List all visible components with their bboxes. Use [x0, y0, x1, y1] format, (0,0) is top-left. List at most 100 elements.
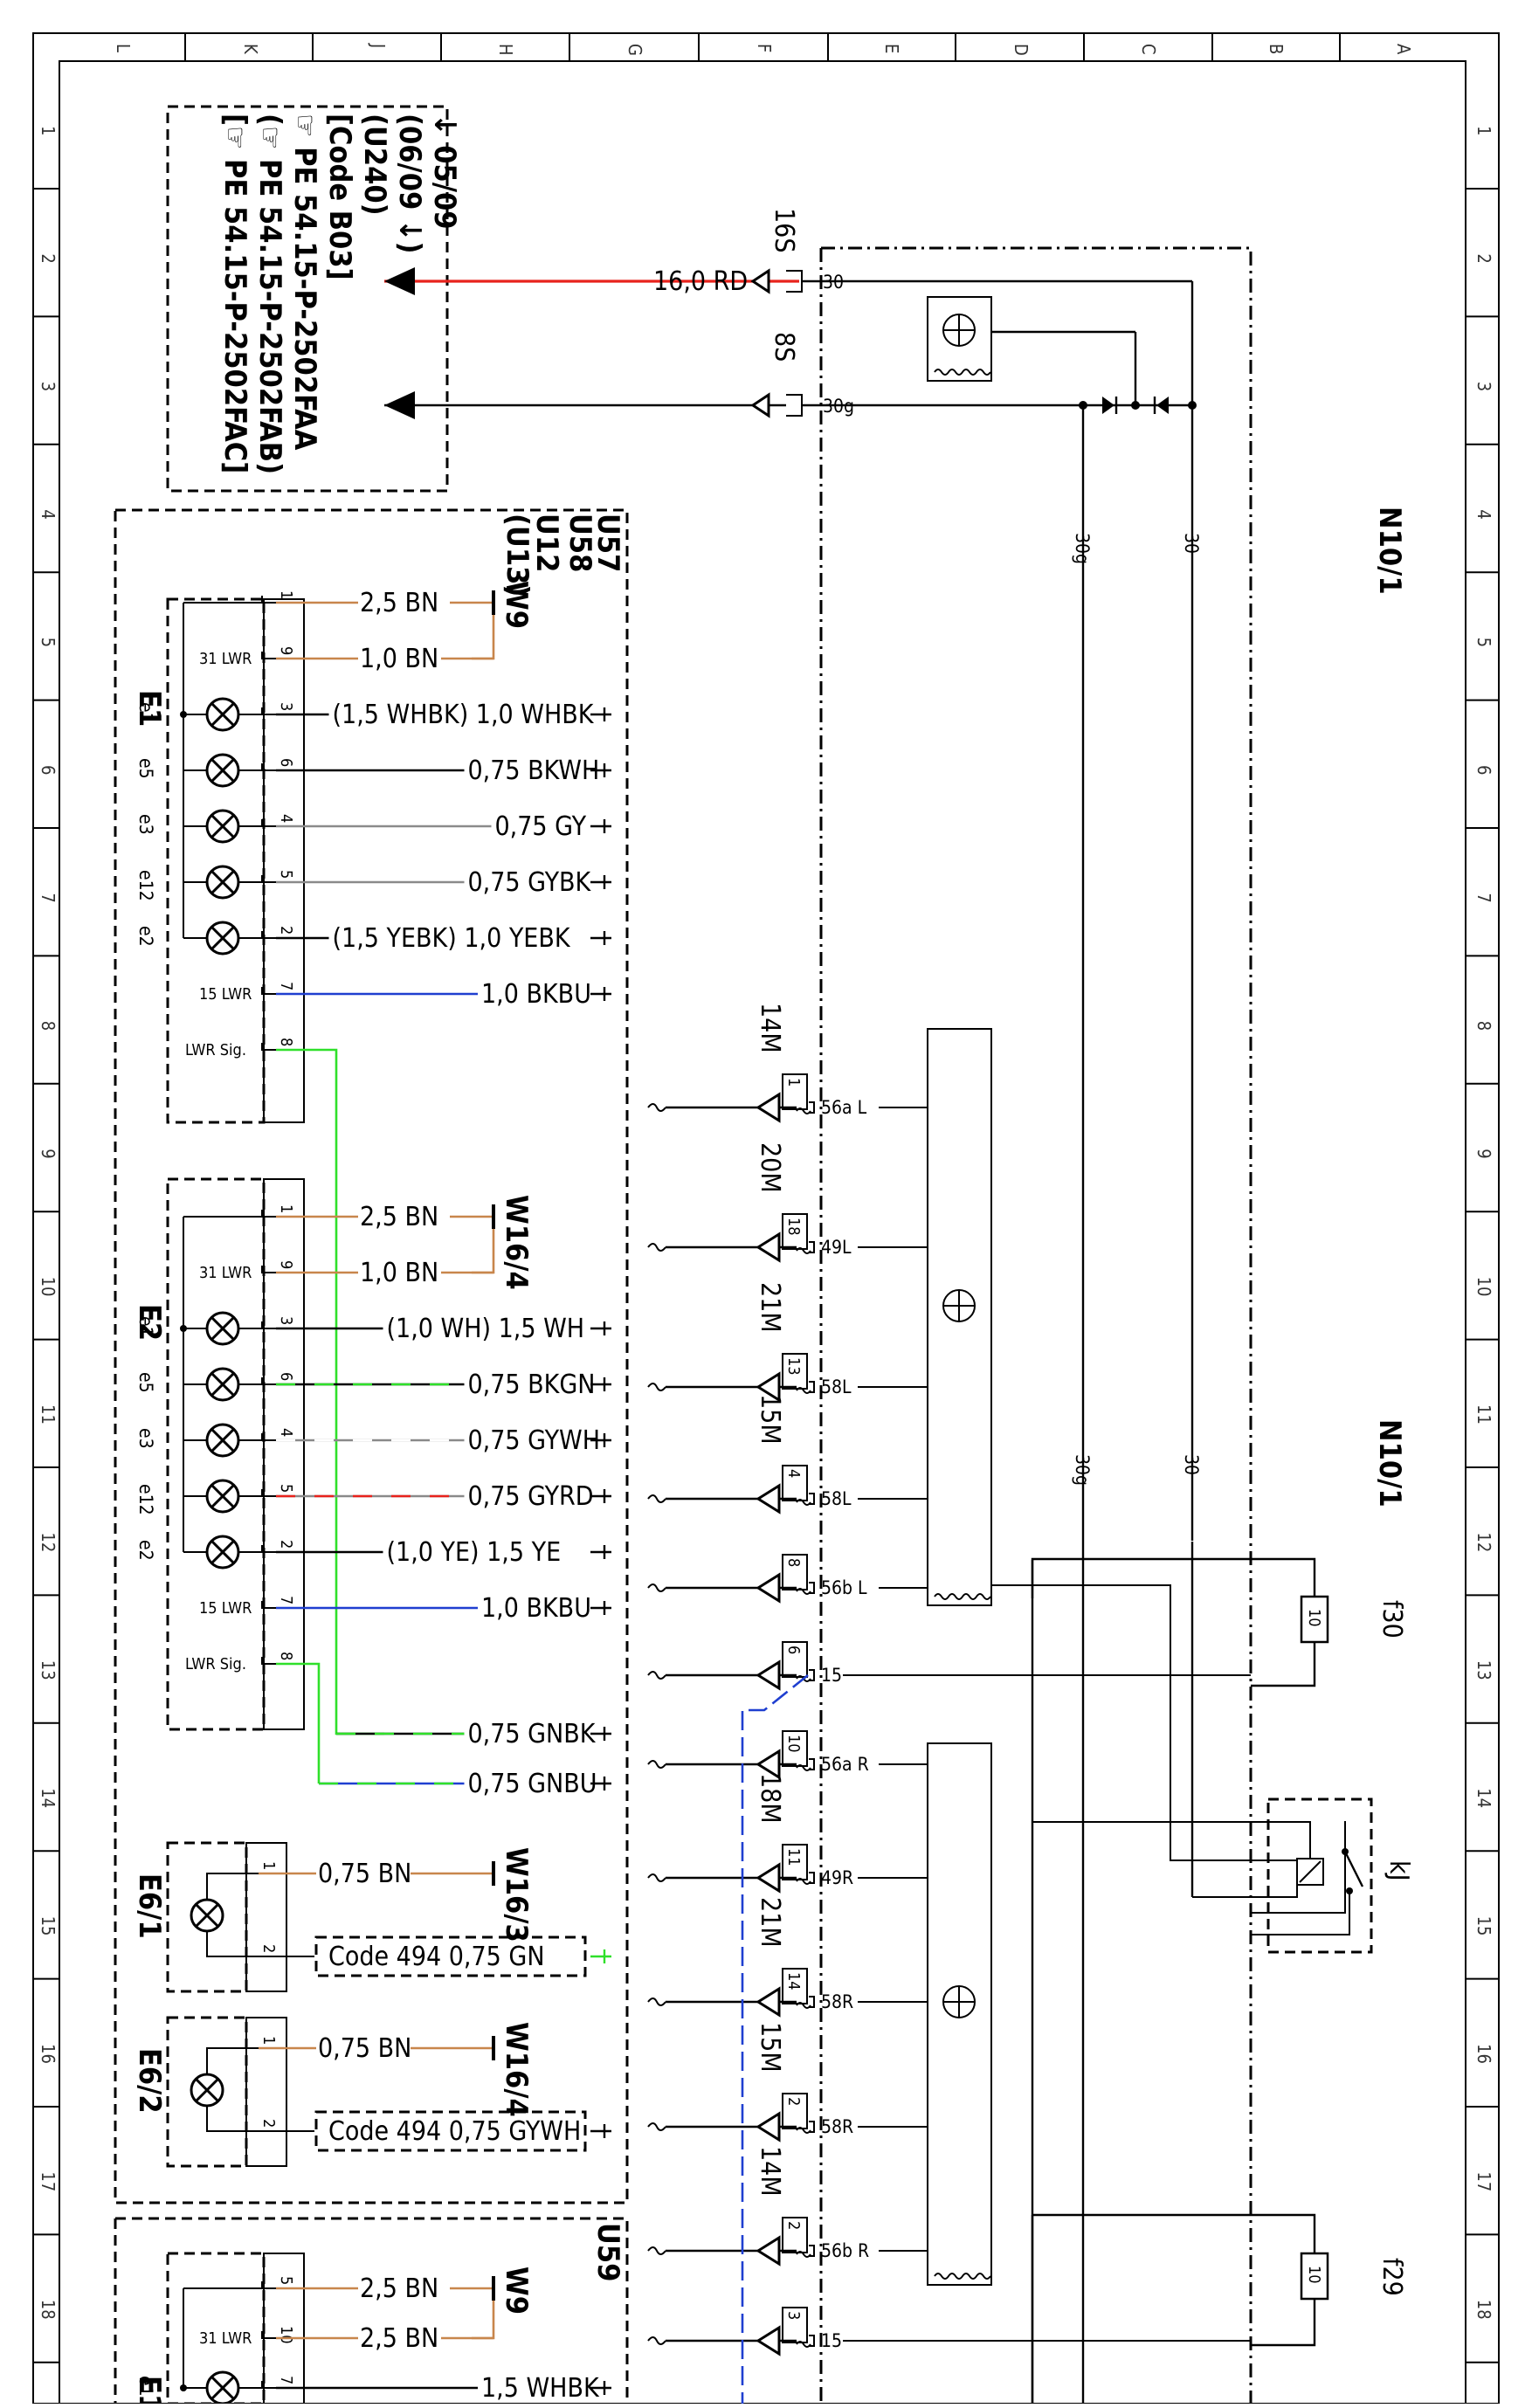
column-letter-d: D	[1011, 44, 1032, 56]
svg-text:12: 12	[38, 1532, 59, 1552]
svg-text:18: 18	[38, 2300, 59, 2320]
ground: W16/4	[499, 2022, 534, 2117]
svg-text:W16/3: W16/3	[499, 1847, 534, 1942]
svg-text:4: 4	[277, 1428, 295, 1437]
svg-text:21M: 21M	[755, 1897, 785, 1948]
pin-label: 31 LWR	[199, 650, 252, 668]
svg-text:Code 494 0,75 GYWH: Code 494 0,75 GYWH	[328, 2116, 581, 2147]
row-number-left-11: 11	[38, 1404, 59, 1425]
svg-text:2: 2	[1473, 253, 1494, 263]
row-number-left-2: 2	[38, 253, 59, 263]
connector-pin: 3	[784, 2311, 803, 2320]
svg-text:1: 1	[277, 590, 295, 599]
svg-text:3: 3	[38, 382, 59, 391]
svg-text:1: 1	[259, 2036, 278, 2045]
row-number-left-17: 17	[38, 2171, 59, 2191]
row-number-left-3: 3	[38, 382, 59, 391]
ground-w16-4: W16/4	[499, 1195, 534, 1290]
svg-text:8: 8	[277, 1038, 295, 1046]
svg-text:1,0 BKBU: 1,0 BKBU	[481, 1593, 591, 1624]
fuse-f30: 10 f30	[1031, 1557, 1407, 1687]
svg-text:e1: e1	[135, 2376, 156, 2397]
svg-text:6: 6	[277, 758, 295, 767]
row-number-right-12: 12	[1473, 1532, 1494, 1552]
pin-5: 5	[277, 2276, 295, 2285]
svg-text:f30: f30	[1377, 1600, 1407, 1639]
pin-5: 5	[277, 870, 295, 879]
svg-text:12: 12	[1473, 1532, 1494, 1552]
note-line-7: [☞ PE 54.15-P-2502FAC]	[217, 114, 252, 473]
pin-3: 3	[277, 702, 295, 711]
extra-wire-label: 0,75 GNBK	[468, 1719, 597, 1749]
svg-text:L: L	[113, 44, 134, 52]
svg-text:B: B	[1266, 44, 1287, 54]
svg-text:(1,0 YE) 1,5 YE: (1,0 YE) 1,5 YE	[387, 1537, 562, 1568]
svg-text:21M: 21M	[755, 1282, 785, 1333]
svg-text:W16/4: W16/4	[499, 2022, 534, 2117]
pin-7: 7	[277, 2376, 295, 2384]
svg-text:7: 7	[277, 1596, 295, 1604]
lamp-label-e2: e2	[135, 926, 156, 947]
component-id: E1	[132, 2376, 167, 2408]
svg-text:1,5 WHBK: 1,5 WHBK	[481, 2373, 600, 2404]
n10-1-module-outline	[821, 246, 1253, 2404]
svg-text:8: 8	[784, 1558, 803, 1567]
row-number-right-10: 10	[1473, 1277, 1494, 1297]
svg-text:3: 3	[277, 702, 295, 711]
component-id: E2	[132, 1304, 167, 1341]
svg-text:3: 3	[1473, 382, 1494, 391]
terminal-label: 56b L	[821, 1577, 867, 1598]
svg-text:(1,5 YEBK) 1,0 YEBK: (1,5 YEBK) 1,0 YEBK	[333, 923, 571, 954]
component-id: E1	[132, 690, 167, 727]
connector-pin: 11	[784, 1848, 803, 1866]
row-number-left-13: 13	[38, 1660, 59, 1680]
light-switch-block-right	[927, 1742, 992, 2286]
pin-6: 6	[277, 758, 295, 767]
svg-text:f29: f29	[1377, 2258, 1407, 2296]
svg-text:8: 8	[38, 1021, 59, 1031]
headlamp-assembly-left	[114, 508, 629, 2204]
svg-text:7: 7	[1473, 893, 1494, 902]
svg-text:D: D	[1011, 44, 1032, 56]
svg-text:e3: e3	[135, 1428, 156, 1449]
svg-text:2: 2	[277, 1540, 295, 1549]
pin-7: 7	[277, 1596, 295, 1604]
row-number-left-12: 12	[38, 1532, 59, 1552]
svg-text:15: 15	[1473, 1916, 1494, 1936]
svg-text:0,75 GYBK: 0,75 GYBK	[468, 867, 592, 898]
svg-text:30g: 30g	[1072, 533, 1093, 564]
pin-9: 9	[277, 1260, 295, 1269]
svg-text:6: 6	[1473, 765, 1494, 775]
svg-text:G: G	[625, 44, 645, 56]
svg-text:9: 9	[1473, 1149, 1494, 1158]
svg-text:8S: 8S	[769, 332, 799, 362]
svg-text:(U13): (U13)	[500, 514, 535, 597]
terminal-label: 58R	[821, 1991, 853, 2012]
component-id: E6/1	[132, 1873, 167, 1939]
note-line-3: (U240)	[357, 114, 392, 216]
row-number-left-16: 16	[38, 2044, 59, 2064]
column-letter-c: C	[1138, 44, 1159, 55]
connector-id: 15M	[755, 1394, 785, 1445]
column-letter-k: K	[240, 44, 261, 55]
row-number-right-13: 13	[1473, 1660, 1494, 1680]
svg-text:2: 2	[38, 253, 59, 263]
svg-text:E: E	[881, 44, 902, 53]
svg-text:8: 8	[1473, 1021, 1494, 1031]
svg-text:10: 10	[277, 2326, 295, 2344]
column-letter-f: F	[754, 44, 775, 52]
svg-text:16: 16	[38, 2044, 59, 2064]
pin-label: LWR Sig.	[185, 1041, 246, 1059]
svg-text:2,5 BN: 2,5 BN	[360, 588, 438, 618]
svg-text:8: 8	[277, 1652, 295, 1660]
svg-text:5: 5	[277, 1484, 295, 1493]
lamp-label-e1: e1	[135, 2376, 156, 2397]
headlamp-assembly-right	[115, 2217, 629, 2404]
